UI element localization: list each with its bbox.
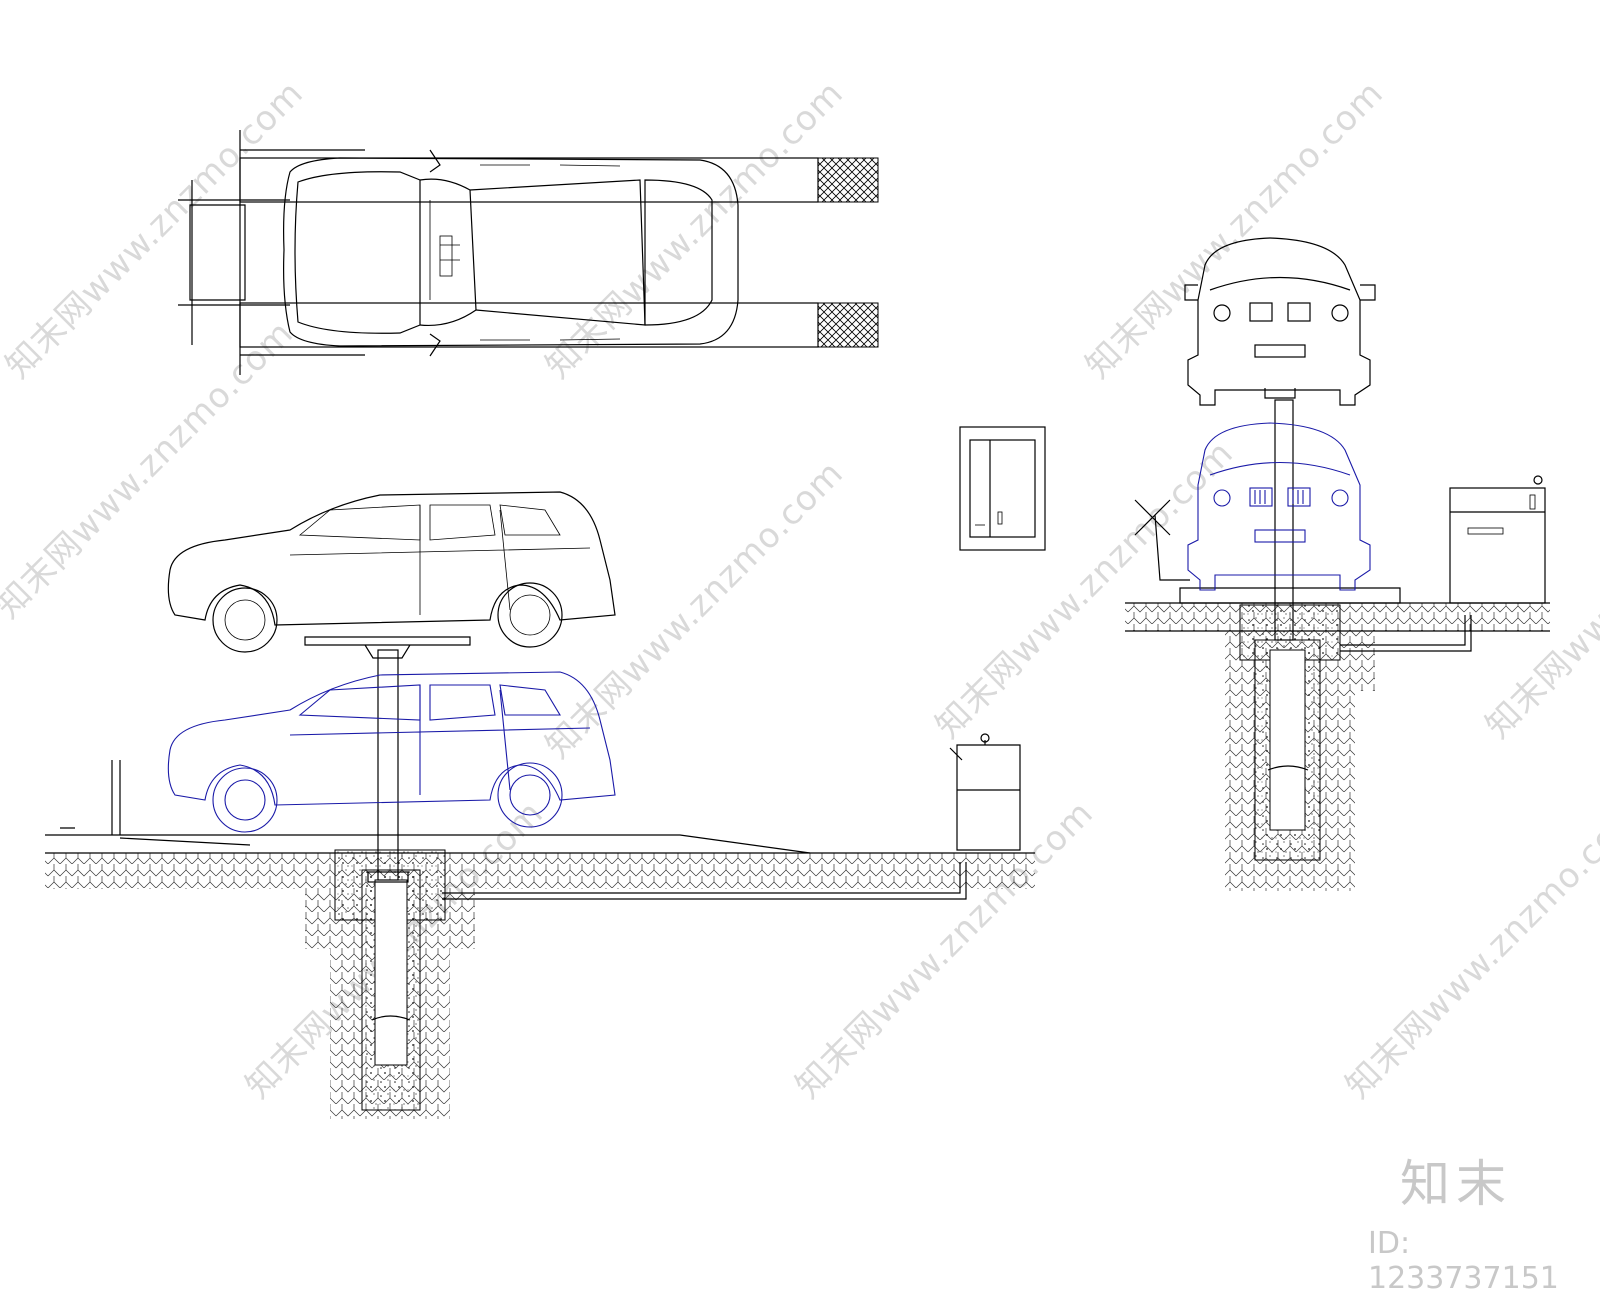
lift-post [1274,399,1294,641]
watermark-text: 知末网www.znzmo.com [788,793,1101,1106]
watermark-text: 知末网www.znzmo.com [1478,433,1600,746]
front-elevation [1125,237,1550,891]
ramp-hatch-bottom [817,302,879,348]
upper-car-side [167,491,616,653]
ground-soil [45,853,1035,889]
side-elevation [45,491,1035,1119]
pump-box [1449,475,1546,604]
plan-view [178,130,879,375]
watermark-text: 知末网www.znzmo.com [1338,793,1600,1106]
watermark-text: 知末网www.znzmo.com [928,433,1241,746]
cylinder-bore [1269,649,1306,831]
ramp-hatch-top [817,157,879,203]
watermark-text: 知末网www.znzmo.com [1078,73,1391,386]
control-cabinet-elevation [959,426,1046,551]
cylinder-bore [374,879,408,1066]
lower-car-front [1187,422,1371,591]
lift-post [377,649,399,881]
upper-car-front [1184,237,1376,406]
control-box [949,733,1021,851]
car-plan [283,149,739,357]
image-id-label: ID: 1233737151 [1368,1226,1559,1296]
brand-logo: 知末 [1400,1155,1512,1213]
lower-car-side [167,671,616,833]
watermark-text: 知末网www.znzmo.com [538,453,851,766]
